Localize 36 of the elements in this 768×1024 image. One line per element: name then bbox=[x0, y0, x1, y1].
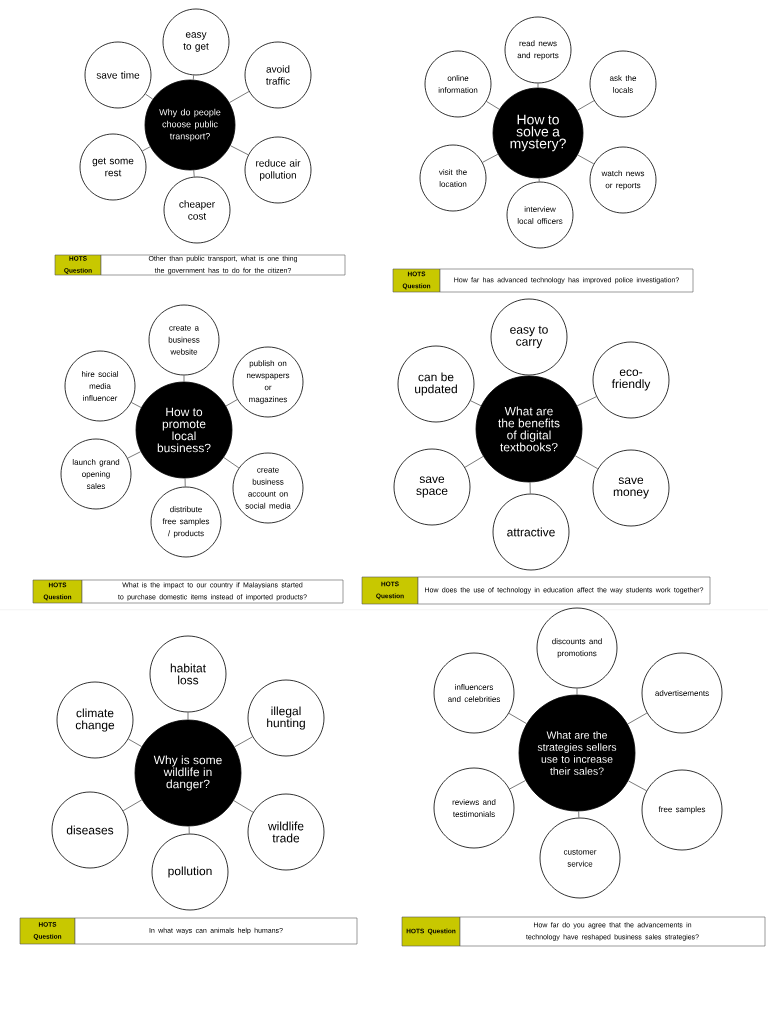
connector-line bbox=[627, 712, 648, 725]
connector-line bbox=[233, 800, 254, 813]
connector-line bbox=[577, 154, 595, 165]
connector-line bbox=[184, 478, 186, 487]
connector-line bbox=[230, 145, 249, 156]
connector-line bbox=[128, 738, 142, 747]
connector-line bbox=[538, 178, 540, 182]
connector-line bbox=[127, 451, 142, 459]
connector-line bbox=[577, 100, 595, 111]
connector-line bbox=[529, 482, 531, 494]
connector-line bbox=[193, 169, 195, 178]
connector-line bbox=[183, 375, 185, 382]
connector-line bbox=[470, 400, 482, 407]
connector-line bbox=[486, 101, 500, 110]
connector-line bbox=[145, 93, 154, 100]
connector-line bbox=[223, 457, 240, 469]
connector-line bbox=[192, 74, 194, 81]
connector-line bbox=[122, 799, 143, 812]
connector-line bbox=[131, 402, 142, 408]
connector-line bbox=[578, 811, 580, 818]
connector-line bbox=[508, 713, 527, 724]
connector-line bbox=[509, 780, 526, 790]
connector-line bbox=[229, 91, 250, 103]
connector-line bbox=[141, 146, 151, 152]
connector-line bbox=[464, 456, 484, 468]
connector-line bbox=[528, 375, 530, 376]
connector-line bbox=[574, 455, 599, 470]
connector-line bbox=[225, 399, 238, 407]
connector-line bbox=[234, 736, 253, 748]
connector-line bbox=[628, 780, 647, 792]
connector-line bbox=[188, 826, 190, 834]
connector-line bbox=[482, 153, 499, 163]
connector-line bbox=[187, 712, 189, 720]
connector-line bbox=[537, 83, 539, 88]
connector-line bbox=[576, 396, 597, 407]
connector-line bbox=[576, 688, 578, 695]
